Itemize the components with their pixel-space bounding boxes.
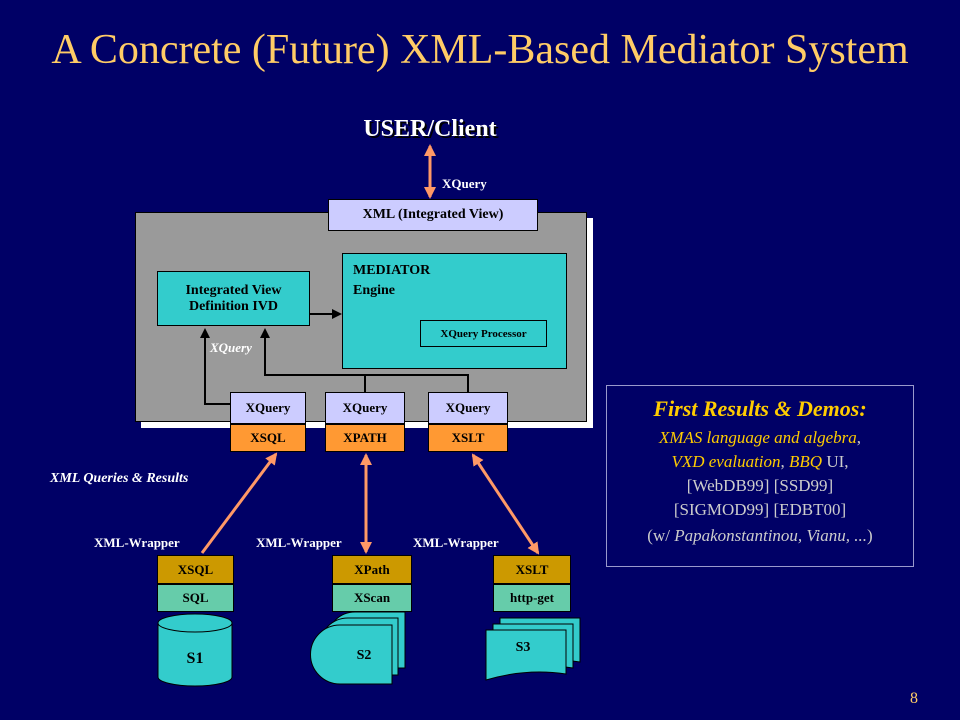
s3-document-stack-icon — [485, 617, 581, 681]
xquery-ivd-label: XQuery — [210, 340, 252, 355]
wrapper-top-2: XPath — [332, 555, 412, 584]
results-l2-ui: UI, — [822, 452, 849, 471]
page-number: 8 — [910, 690, 918, 707]
results-box — [606, 385, 914, 567]
xpath-to-ivd-arrow — [260, 328, 366, 392]
ivd-line-2: Definition IVD — [188, 298, 279, 314]
results-line-1: XMAS language and algebra, — [606, 428, 914, 448]
results-line-5: (w/ Papakonstantinou, Vianu, ...) — [606, 526, 914, 546]
source-query-box-3: XQuery — [428, 392, 508, 424]
results-title: First Results & Demos: — [653, 396, 867, 421]
source-lang-box-2: XPATH — [325, 424, 405, 452]
source-label-s3: S3 — [515, 640, 531, 655]
wrapper-top-1: XSQL — [157, 555, 234, 584]
results-vxd: VXD evaluation — [671, 452, 781, 471]
source-label-s1: S1 — [186, 650, 204, 667]
xquery-client-label: XQuery — [442, 176, 487, 191]
engine-line-2: Engine — [353, 283, 396, 298]
results-line-3: [WebDB99] [SSD99] — [686, 476, 834, 495]
results-l5-close: ) — [867, 526, 873, 545]
link-arrow-3 — [471, 453, 540, 555]
xsql-to-ivd-arrow — [200, 328, 230, 405]
ivd-line-1: Integrated View — [185, 282, 282, 298]
source-lang-box-3: XSLT — [428, 424, 508, 452]
results-line-2: VXD evaluation, BBQ UI, — [606, 452, 914, 472]
results-line-4: [SIGMOD99] [EDBT00] — [673, 500, 847, 519]
wrapper-top-3: XSLT — [493, 555, 571, 584]
results-xmas: XMAS language and algebra — [658, 428, 857, 447]
mediator-engine-label: MEDIATOR Engine — [353, 261, 430, 301]
xslt-join-line — [365, 374, 469, 392]
results-collaborators: Papakonstantinou, Vianu, ... — [674, 526, 868, 545]
results-l5-open: (w/ — [647, 526, 675, 545]
s1-database-icon — [157, 613, 233, 687]
source-query-box-1: XQuery — [230, 392, 306, 424]
source-query-box-2: XQuery — [325, 392, 405, 424]
results-bbq: BBQ — [789, 452, 823, 471]
xml-queries-results-label: XML Queries & Results — [50, 471, 189, 486]
link-arrow-1 — [200, 452, 278, 554]
wrapper-label-1: XML-Wrapper — [94, 535, 180, 550]
xml-integrated-view-box: XML (Integrated View) — [328, 199, 538, 231]
slide-title: A Concrete (Future) XML-Based Mediator S… — [51, 27, 909, 73]
results-l1-punct: , — [856, 428, 862, 447]
user-client-label: USER/Client — [363, 116, 497, 142]
mediator-engine-box — [342, 253, 567, 369]
wrapper-bottom-3: http-get — [493, 584, 571, 612]
source-lang-box-1: XSQL — [230, 424, 306, 452]
source-label-s2: S2 — [356, 648, 372, 663]
wrapper-bottom-1: SQL — [157, 584, 234, 612]
engine-line-1: MEDIATOR — [353, 263, 431, 278]
s2-document-stack-icon — [310, 611, 406, 685]
integrated-view-definition-box: Integrated View Definition IVD — [157, 271, 310, 326]
xquery-processor-box: XQuery Processor — [420, 320, 547, 347]
wrapper-label-2: XML-Wrapper — [256, 535, 342, 550]
results-l2-sep: , — [780, 452, 790, 471]
